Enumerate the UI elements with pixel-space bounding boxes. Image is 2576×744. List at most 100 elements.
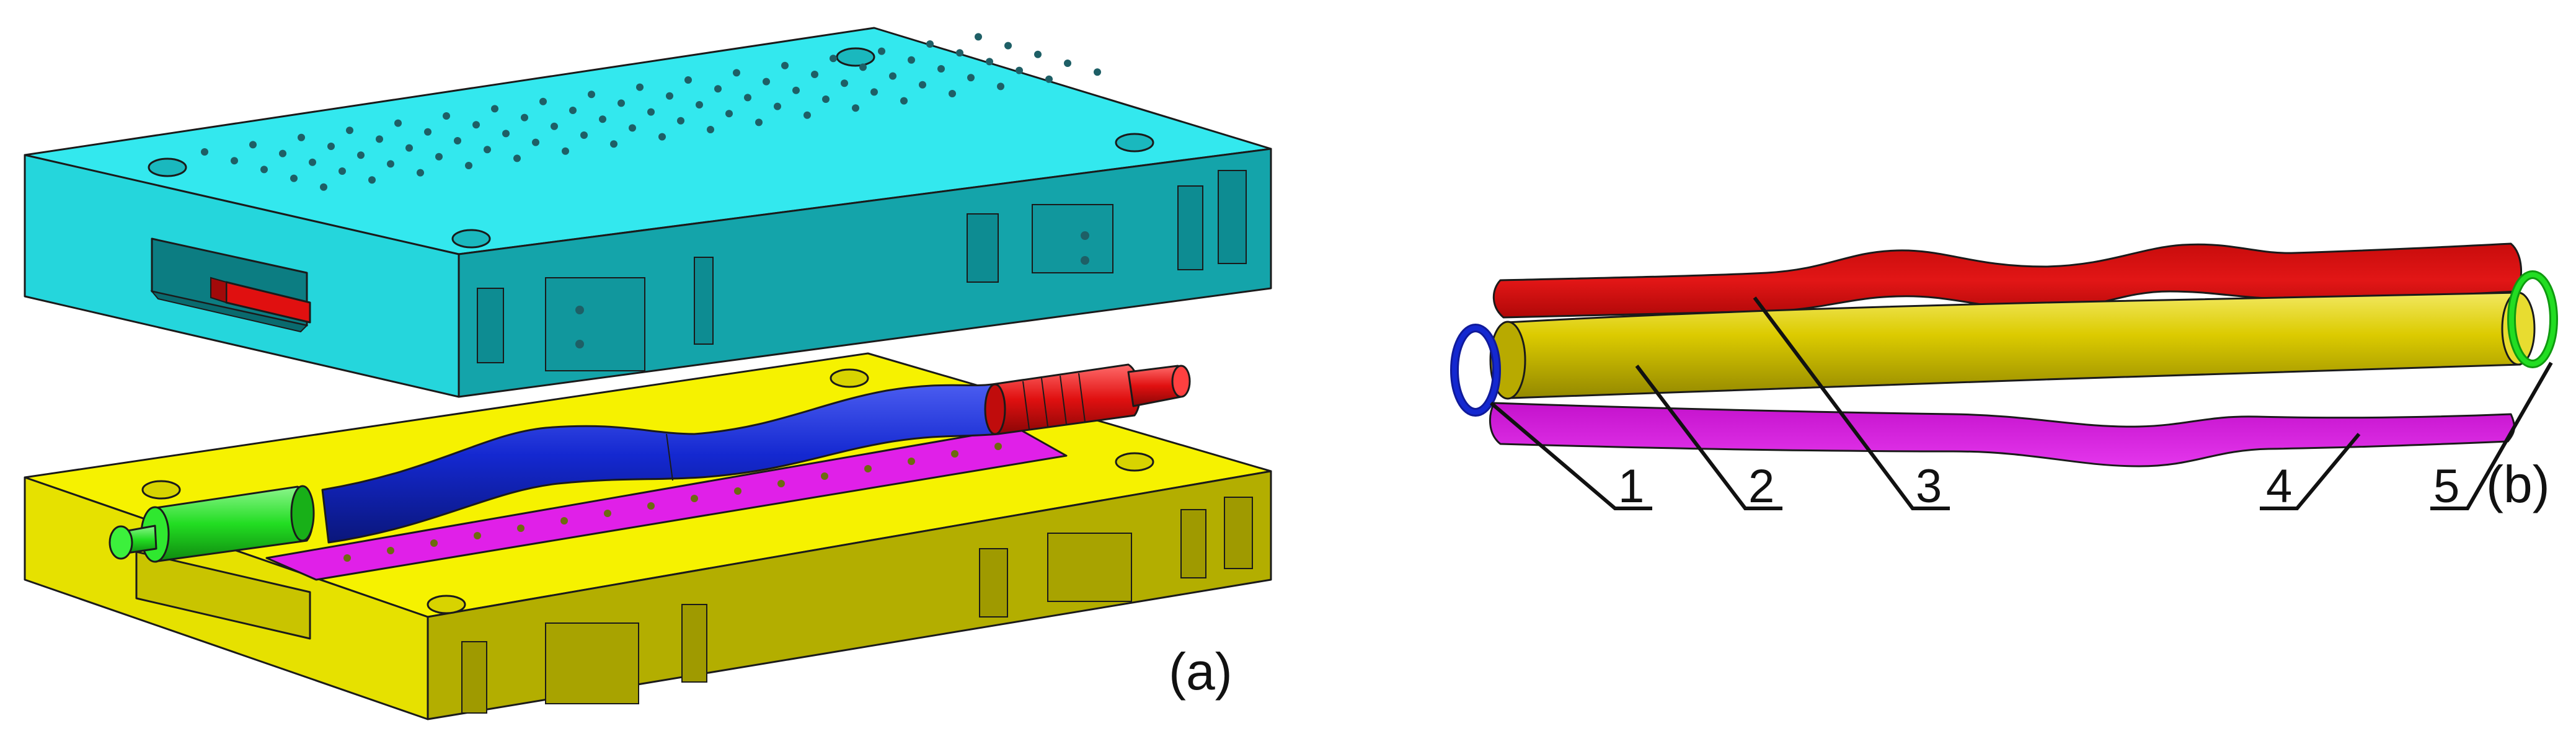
plate-hole	[725, 110, 733, 118]
plate-hole	[599, 115, 606, 123]
callout-4-label: 4	[2266, 460, 2292, 513]
plate-hole	[975, 33, 982, 41]
plate-hole	[629, 124, 636, 132]
plate-hole	[231, 157, 238, 165]
leader-4	[2260, 433, 2361, 510]
plate-hole	[707, 126, 714, 133]
plate-hole	[424, 128, 432, 136]
upper-plate	[24, 27, 1272, 398]
plate-hole	[777, 480, 785, 487]
plate-hole	[781, 61, 789, 69]
plate-hole	[878, 47, 885, 55]
upper-plate-pockets	[477, 170, 1247, 371]
plate-hole	[658, 133, 666, 141]
plate-hole	[926, 40, 934, 48]
plate-hole	[357, 151, 365, 159]
lower-plate-pockets	[461, 497, 1253, 714]
plate-hole	[376, 135, 383, 143]
plate-hole	[387, 547, 394, 554]
plate-hole	[532, 138, 539, 146]
leader-1	[1490, 401, 1652, 510]
plate-hole	[951, 450, 958, 458]
plate-hole	[484, 146, 491, 154]
upper-plate-dot-grid	[201, 33, 1101, 191]
plate-hole	[691, 495, 698, 502]
lower-plate-dot-grid	[343, 443, 1002, 562]
plate-hole	[1045, 75, 1053, 83]
plate-hole	[1094, 68, 1101, 76]
plate-hole	[1064, 60, 1071, 67]
plate-hole	[430, 539, 438, 547]
plate-hole	[792, 86, 800, 94]
plate-hole	[763, 78, 770, 86]
plate-hole	[908, 56, 915, 64]
plate-hole	[647, 502, 655, 510]
plate-hole	[387, 160, 394, 168]
plate-hole	[803, 111, 811, 119]
plate-hole	[900, 97, 908, 105]
plate-hole	[755, 118, 763, 126]
callout-2-label: 2	[1748, 460, 1774, 513]
panel-a-label: (a)	[1169, 642, 1233, 701]
plate-hole	[405, 144, 413, 152]
plate-hole	[684, 76, 692, 84]
plate-hole	[443, 112, 450, 120]
plate-hole	[744, 94, 751, 102]
callout-leaders	[1490, 296, 2553, 510]
plate-hole	[491, 105, 498, 113]
lower-plate-left-cut	[135, 551, 311, 640]
plate-hole	[956, 49, 963, 57]
plate-hole	[811, 71, 818, 78]
panel-b-label: (b)	[2486, 455, 2550, 513]
plate-hole	[994, 443, 1002, 450]
lower-plate-holes	[141, 368, 1154, 614]
plate-hole	[852, 104, 859, 112]
callout-5-label: 5	[2433, 460, 2459, 513]
plate-hole	[1016, 66, 1023, 74]
plate-hole	[889, 72, 896, 80]
upper-red-insert-side	[210, 277, 227, 304]
leader-2	[1635, 365, 1782, 510]
plate-hole	[580, 131, 588, 139]
plate-hole	[551, 122, 558, 130]
callout-1-label: 1	[1618, 460, 1644, 513]
plate-hole	[774, 102, 781, 110]
plate-hole	[830, 55, 837, 63]
green-plug	[108, 485, 315, 563]
plate-hole	[560, 517, 568, 525]
plate-hole	[343, 554, 351, 562]
plate-hole	[472, 121, 480, 129]
plate-hole	[617, 99, 625, 107]
plate-hole	[604, 510, 611, 517]
plate-hole	[502, 130, 510, 138]
plate-hole	[346, 126, 353, 135]
plate-hole	[734, 487, 741, 495]
plate-hole	[368, 176, 376, 184]
plate-hole	[588, 91, 595, 99]
plate-hole	[290, 174, 298, 182]
leader-5	[2430, 361, 2553, 510]
plate-hole	[417, 169, 424, 177]
plate-hole	[339, 167, 346, 175]
plate-hole	[870, 88, 878, 96]
tube-components: 1 2 3 4 5 (b)	[1450, 242, 2558, 513]
plate-hole	[937, 65, 945, 73]
plate-hole	[822, 95, 830, 103]
magenta-shell	[1489, 402, 2515, 467]
plate-hole	[610, 140, 617, 148]
plate-hole	[517, 525, 524, 532]
plate-hole	[859, 63, 867, 71]
leader-3	[1753, 296, 1950, 510]
plate-hole	[539, 97, 547, 105]
plate-hole	[696, 101, 703, 108]
plate-hole	[677, 117, 684, 125]
plate-hole	[569, 107, 577, 114]
plate-hole	[841, 79, 848, 87]
upper-plate-holes	[148, 47, 1154, 249]
plate-hole	[1034, 50, 1042, 58]
plate-hole	[394, 119, 402, 127]
plate-hole	[521, 113, 528, 122]
plate-hole	[249, 141, 257, 149]
plate-hole	[513, 154, 521, 162]
